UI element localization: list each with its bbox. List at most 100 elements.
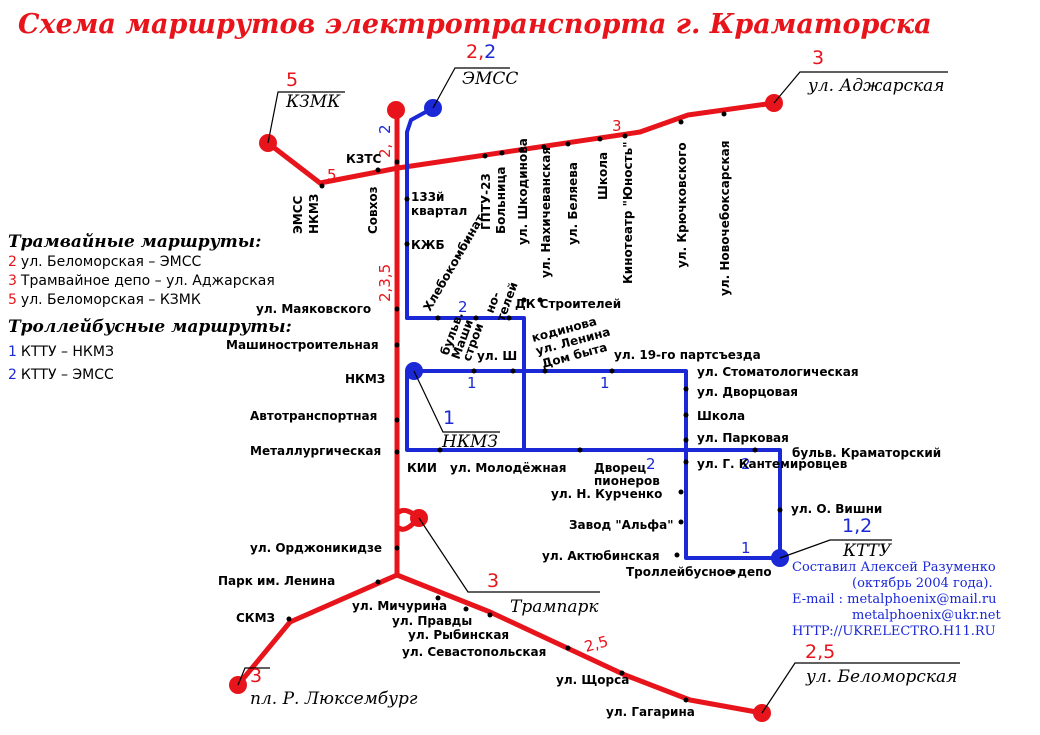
credit-url[interactable]: HTTP://UKRELECTRO.H11.RU <box>792 624 996 639</box>
stop-dots <box>286 111 783 703</box>
stop-aktyubinskaya: ул. Актюбинская <box>542 549 660 563</box>
stop-nakhichevanskaya: ул. Нахичеванская <box>539 147 553 278</box>
terminal-labels: 5 КЗМК 2,2 ЭМСС 3 ул. Аджарская 1 НКМЗ 3… <box>250 41 957 709</box>
stop-michurina: ул. Мичурина <box>352 599 447 613</box>
terminal-nkmz-name: НКМЗ <box>441 432 498 452</box>
stop-kzts: КЗТС <box>346 152 382 166</box>
stop-shchorsa: ул. Щорса <box>556 673 629 687</box>
stop-novocheboksarskaya: ул. Новочебоксарская <box>718 141 732 296</box>
stop-dk-stroiteley: ДК Строителей <box>515 297 621 311</box>
route-label-2-d: 2 <box>741 455 751 473</box>
route-label-2-5-diag: 2,5 <box>582 632 610 656</box>
stop-dvorets-b: пионеров <box>594 474 660 488</box>
stop-shkodinova-s: ул. Ш <box>477 349 517 363</box>
stop-belyaeva: ул. Беляева <box>566 162 580 245</box>
route-labels: 5 3 2,5 2,3,5 2, 2 2 1 1 2 2 1 <box>327 117 751 656</box>
credit-author: Составил Алексей Разуменко <box>792 560 996 575</box>
map-title: Схема маршрутов электротранспорта г. Кра… <box>18 9 932 40</box>
stop-labels-rotated: ЭМСС НКМЗ Совхоз ГПТУ-23 Больница Хлебок… <box>291 138 732 371</box>
stop-parkovaya: ул. Парковая <box>697 431 789 445</box>
tram-line-belomorskaya <box>394 572 765 716</box>
stop-pravdy: ул. Правды <box>392 614 472 628</box>
stop-vishni: ул. О. Вишни <box>791 502 882 516</box>
terminal-luxemburg-name: пл. Р. Люксембург <box>250 689 418 709</box>
terminal-trampark-num: 3 <box>487 570 499 592</box>
terminal-kzmk-name: КЗМК <box>285 92 341 112</box>
stop-partsyezda: ул. 19-го партсъезда <box>614 348 761 362</box>
stop-emss-b: НКМЗ <box>307 194 321 234</box>
terminal-belomorskaya-num: 2,5 <box>805 641 835 663</box>
stop-avtotransportnaya: Автотранспортная <box>250 409 377 423</box>
stop-gptu-b: Больница <box>494 167 508 234</box>
stop-dvortsovaya: ул. Дворцовая <box>697 385 798 399</box>
stop-stomatologicheskaya: ул. Стоматологическая <box>697 365 859 379</box>
credit-email-1[interactable]: E-mail : metalphoenix@mail.ru <box>792 592 997 607</box>
stop-metallurgicheskaya: Металлургическая <box>250 444 381 458</box>
terminal-emss-num: 2,2 <box>466 41 496 63</box>
route-label-5: 5 <box>327 166 337 184</box>
stop-kryuchkovskogo: ул. Крючковского <box>675 142 689 268</box>
stop-kii: КИИ <box>407 461 437 475</box>
stop-nkmz: НКМЗ <box>345 372 385 386</box>
stop-emss-a: ЭМСС <box>291 195 305 234</box>
credit-date: (октябрь 2004 года). <box>852 576 993 591</box>
trolley-line-south <box>405 369 782 560</box>
stop-shkodinova: ул. Шкодинова <box>516 138 530 245</box>
credits: Составил Алексей Разуменко (октябрь 2004… <box>792 560 1001 639</box>
route-label-1-b: 1 <box>600 374 610 392</box>
tram-line-kzmk <box>265 140 401 186</box>
route-label-1-e: 1 <box>741 539 751 557</box>
trolley-line-emss <box>405 106 435 320</box>
stop-133-b: квартал <box>411 204 467 218</box>
route-label-1-a: 1 <box>467 374 477 392</box>
stop-depo: Троллейбусное депо <box>626 565 772 579</box>
terminal-luxemburg-num: 3 <box>250 665 262 687</box>
terminal-nkmz-num: 1 <box>443 407 455 429</box>
stop-mashinostroitelnaya: Машиностроительная <box>226 338 379 352</box>
legend-tram-heading: Трамвайные маршруты: <box>8 232 261 252</box>
credit-email-2[interactable]: metalphoenix@ukr.net <box>852 608 1001 623</box>
stop-gkantemirovtsev: ул. Г. Кантемировцев <box>697 457 848 471</box>
route-label-2-mid: 2 <box>458 298 468 316</box>
stop-ordzhonikidze: ул. Орджоникидзе <box>250 541 382 555</box>
terminal-adzharskaya-num: 3 <box>812 47 824 69</box>
stop-shkola-e: Школа <box>697 409 745 423</box>
legend-trolley-heading: Троллейбусные маршруты: <box>8 317 292 337</box>
route-label-2-c: 2 <box>646 455 656 473</box>
stop-kinoteatr: Кинотеатр "Юность" <box>621 142 635 284</box>
stop-kzhb: КЖБ <box>411 238 445 252</box>
stop-sovkhoz: Совхоз <box>366 186 380 234</box>
stop-skmz: СКМЗ <box>236 611 275 625</box>
terminal-emss-tram-dot[interactable] <box>387 101 405 119</box>
stop-mayakovskogo: ул. Маяковского <box>256 302 371 316</box>
stop-no-a: но- <box>483 290 504 315</box>
route-label-3-north: 3 <box>612 117 622 135</box>
stop-kurchenko: ул. Н. Курченко <box>551 487 662 501</box>
stop-rybinskaya: ул. Рыбинская <box>408 628 509 642</box>
route-label-2-tram-vert: 2, <box>376 144 394 158</box>
stop-sevastopolskaya: ул. Севастопольская <box>402 645 546 659</box>
stop-shkola-n: Школа <box>596 152 610 200</box>
terminal-kttu-name: КТТУ <box>842 541 893 561</box>
trolley-line-mid <box>405 316 526 452</box>
terminal-belomorskaya-name: ул. Беломорская <box>805 667 957 687</box>
terminal-kzmk-num: 5 <box>286 69 298 91</box>
stop-molodyozhnaya: ул. Молодёжная <box>450 461 566 475</box>
route-label-2-trolley-vert: 2 <box>376 124 394 134</box>
stop-khlebokombinat: Хлебокомбинат <box>420 212 487 314</box>
stop-133-a: 133й <box>411 190 444 204</box>
stop-labels: КЗТС 133й квартал КЖБ ул. Маяковского Ма… <box>218 152 941 719</box>
stop-park-lenina: Парк им. Ленина <box>218 574 335 588</box>
stop-gagarina: ул. Гагарина <box>606 705 695 719</box>
stop-gptu-a: ГПТУ-23 <box>479 173 493 230</box>
terminal-adzharskaya-name: ул. Аджарская <box>807 76 945 96</box>
tram-line-luxemburg <box>235 572 400 688</box>
stop-alfa: Завод "Альфа" <box>569 518 674 532</box>
